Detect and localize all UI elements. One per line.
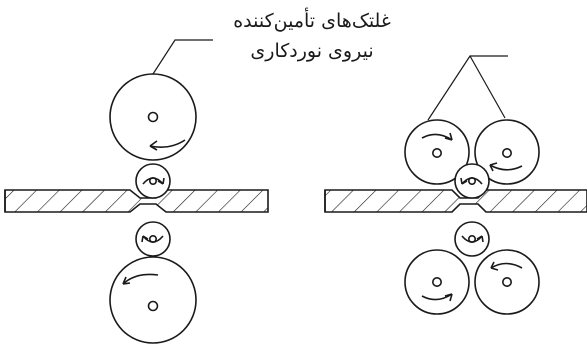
right-roll-stand bbox=[324, 55, 587, 315]
caption-line-2: نیروی نوردکاری bbox=[250, 40, 373, 62]
right-upper-right-backup-roll bbox=[474, 119, 540, 185]
left-roll-stand bbox=[4, 39, 269, 344]
right-leader-lines bbox=[427, 55, 508, 121]
right-workpiece-plate bbox=[324, 189, 587, 213]
caption-line-1: غلتک‌های تأمین‌کننده bbox=[233, 7, 391, 32]
left-bottom-backup-roll bbox=[109, 256, 197, 344]
right-upper-work-roll bbox=[454, 163, 490, 199]
right-lower-work-roll bbox=[454, 221, 490, 257]
left-top-work-roll bbox=[135, 163, 171, 199]
right-lower-left-backup-roll bbox=[404, 249, 470, 315]
left-workpiece-plate bbox=[4, 189, 269, 213]
left-leader-line bbox=[152, 39, 213, 75]
left-top-backup-roll bbox=[109, 73, 197, 161]
right-upper-left-backup-roll bbox=[404, 119, 470, 185]
right-lower-right-backup-roll bbox=[474, 249, 540, 315]
left-bottom-work-roll bbox=[135, 221, 171, 257]
